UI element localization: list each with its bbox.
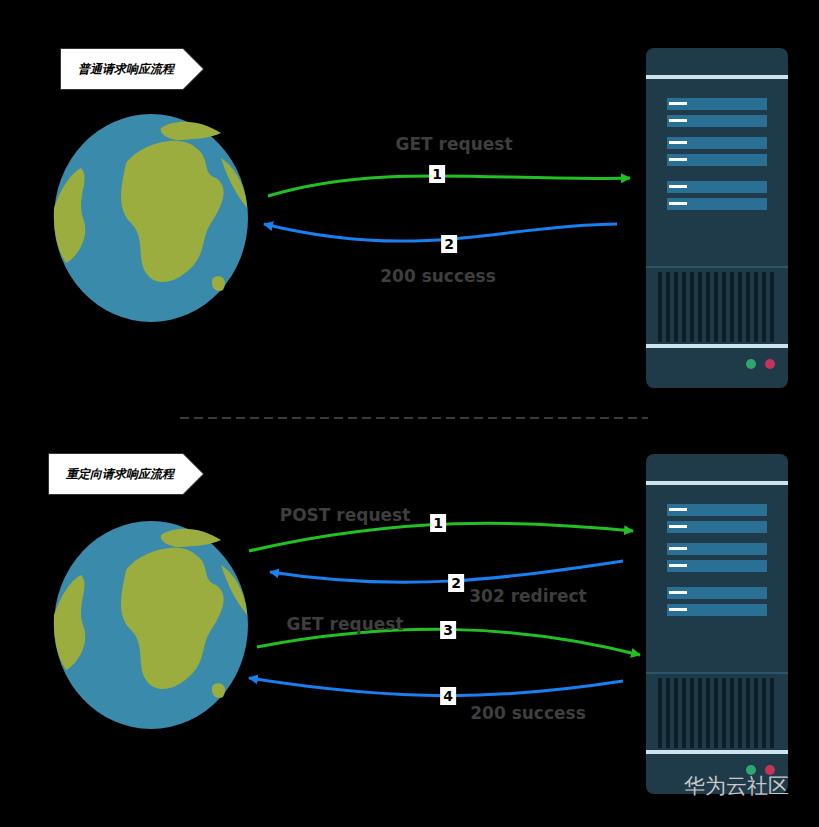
callout-number: 3: [440, 621, 456, 639]
callout-number: 2: [448, 574, 464, 592]
message-label: POST request: [280, 505, 411, 525]
tag-text: 重定向请求响应流程: [48, 453, 174, 495]
callout-number: 4: [440, 687, 456, 705]
callout-number: 1: [430, 514, 446, 532]
callout-number: 2: [441, 235, 457, 253]
watermark: 华为云社区: [684, 772, 789, 800]
tag-text: 普通请求响应流程: [60, 48, 174, 90]
message-label: 302 redirect: [469, 586, 586, 606]
title-tag: 普通请求响应流程: [60, 48, 204, 90]
message-label: GET request: [395, 134, 512, 154]
message-label: 200 success: [470, 703, 586, 723]
message-label: 200 success: [380, 266, 496, 286]
title-tag: 重定向请求响应流程: [48, 453, 204, 495]
callout-number: 1: [429, 165, 445, 183]
message-label: GET request: [286, 614, 403, 634]
